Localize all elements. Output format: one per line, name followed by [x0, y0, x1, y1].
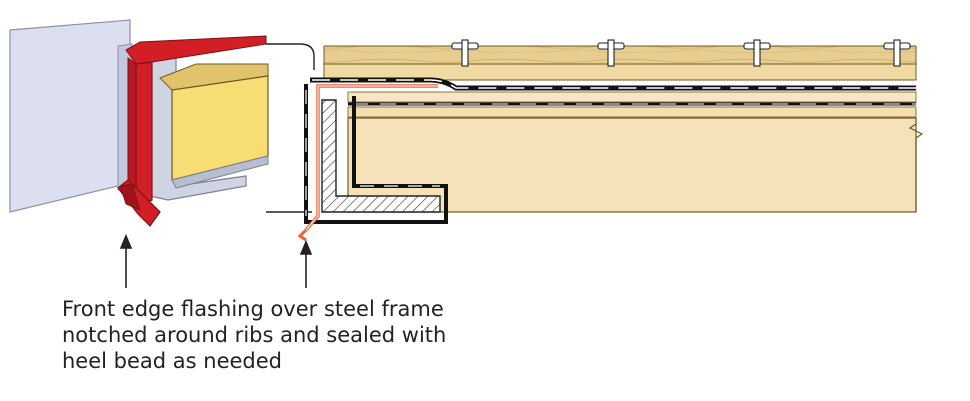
front-edge-flashing-top	[125, 35, 267, 65]
callout-caption: Front edge flashing over steel frame not…	[62, 296, 502, 374]
second-deck-plank	[323, 63, 917, 81]
leader-arrows	[119, 233, 313, 288]
thin-deck-layer	[347, 106, 917, 118]
caption-line-3: heel bead as needed	[62, 349, 282, 373]
fastener	[883, 39, 911, 67]
arrow-left-head	[119, 233, 133, 249]
wood-core-top	[159, 63, 269, 91]
section-edge-flashing-core	[305, 85, 438, 231]
front-edge-flashing	[135, 61, 153, 207]
roof-edge-section	[297, 45, 924, 242]
roof-membrane-highlight	[312, 79, 916, 89]
steel-frame-section	[321, 99, 441, 213]
corner-flashing-view	[9, 19, 269, 227]
insulation-layer	[347, 91, 917, 103]
fastener	[451, 39, 479, 67]
deck-fasteners	[451, 39, 911, 67]
wall-panel	[9, 19, 131, 213]
structural-beam	[347, 117, 917, 213]
steel-frame-lip	[171, 155, 269, 189]
beam-break-line	[908, 118, 924, 212]
flashing-hook-end	[297, 228, 308, 242]
arrow-right-head	[299, 239, 313, 255]
caption-line-2: notched around ribs and sealed with	[62, 323, 447, 347]
flashing-drip-fold	[119, 183, 141, 211]
fastener	[597, 39, 625, 67]
caption-line-1: Front edge flashing over steel frame	[62, 297, 444, 321]
front-edge-flashing-shade	[127, 57, 137, 201]
fastener	[743, 39, 771, 67]
